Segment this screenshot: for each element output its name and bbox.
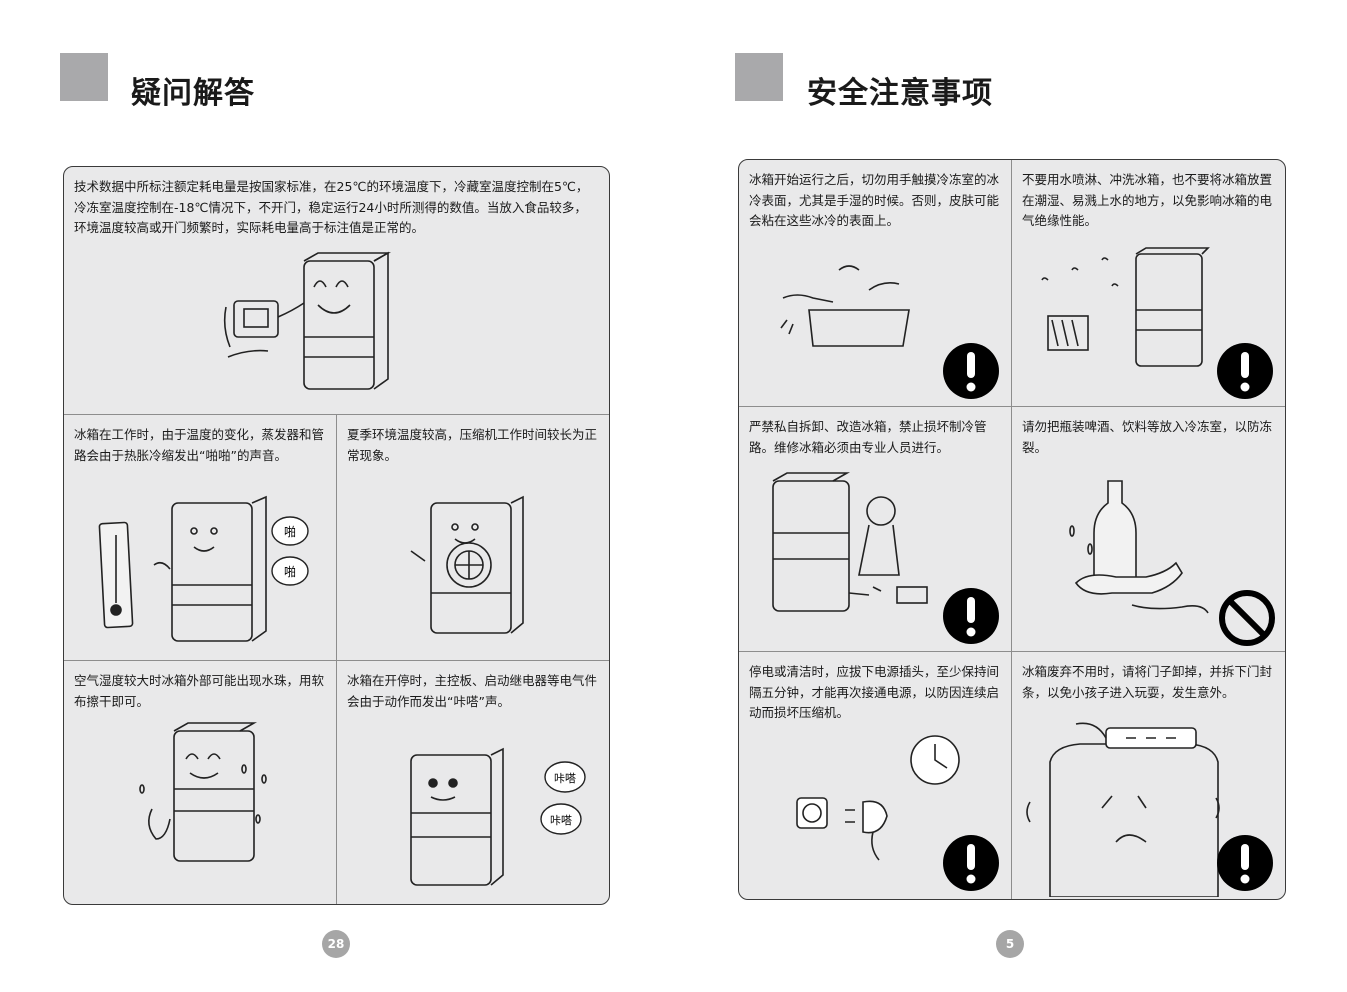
safety-item-no-disassembly: 严禁私自拆卸、改造冰箱，禁止损坏制冷管路。维修冰箱必须由专业人员进行。: [739, 407, 1011, 651]
fridge-fan-illustration: [410, 495, 524, 634]
svg-text:咔嗒: 咔嗒: [550, 814, 572, 827]
faq-item-energy: 技术数据中所标注额定耗电量是按国家标准，在25℃的环境温度下，冷藏室温度控制在5…: [64, 167, 609, 414]
safety-panel: 冰箱开始运行之后，切勿用手触摸冷冻室的冰冷表面，尤其是手湿的时候。否则，皮肤可能…: [738, 159, 1286, 900]
svg-text:啪: 啪: [284, 564, 296, 579]
faq-item-compressor: 夏季环境温度较高，压缩机工作时间较长为正常现象。: [337, 415, 609, 660]
svg-text:啪: 啪: [284, 524, 296, 539]
safety-item-frozen-surface: 冰箱开始运行之后，切勿用手触摸冷冻室的冰冷表面，尤其是手湿的时候。否则，皮肤可能…: [739, 160, 1011, 406]
plug-clock-illustration: [796, 735, 960, 861]
hand-freezer-illustration: [780, 265, 910, 347]
fridge-droplets-illustration: [139, 722, 267, 862]
exclamation-icon: [1217, 835, 1273, 891]
exclamation-icon: [943, 835, 999, 891]
safety-item-no-bottles: 请勿把瓶装啤酒、饮料等放入冷冻室，以防冻裂。: [1012, 407, 1285, 651]
exclamation-icon: [943, 343, 999, 399]
prohibition-icon: [1219, 590, 1275, 646]
title-marker: [735, 53, 783, 101]
fridge-thermometer-illustration: 啪 啪: [98, 495, 309, 642]
exclamation-icon: [943, 588, 999, 644]
broken-bottle-illustration: [1069, 480, 1209, 614]
safety-text: 冰箱开始运行之后，切勿用手触摸冷冻室的冰冷表面，尤其是手湿的时候。否则，皮肤可能…: [749, 172, 1000, 228]
faq-text: 冰箱在工作时，由于温度的变化，蒸发器和管路会由于热胀冷缩发出“啪啪”的声音。: [74, 427, 325, 463]
title-marker: [60, 53, 108, 101]
pop-bubble: 啪 啪: [271, 516, 309, 586]
faq-text: 冰箱在开停时，主控板、启动继电器等电气件会由于动作而发出“咔嗒”声。: [347, 673, 598, 709]
left-page: 疑问解答 技术数据中所标注额定耗电量是按国家标准，在25℃的环境温度下，冷藏室温…: [0, 0, 673, 992]
fridge-water-illustration: [1041, 247, 1210, 367]
right-page: 安全注意事项 冰箱开始运行之后，切勿用手触摸冷冻室的冰冷表面，尤其是手湿的时候。…: [673, 0, 1347, 992]
faq-item-popping-sound: 冰箱在工作时，由于温度的变化，蒸发器和管路会由于热胀冷缩发出“啪啪”的声音。 啪: [64, 415, 336, 660]
click-bubble: 咔嗒 咔嗒: [540, 761, 586, 835]
page-number: 5: [996, 930, 1024, 958]
faq-text: 夏季环境温度较高，压缩机工作时间较长为正常现象。: [347, 427, 598, 463]
page-title: 疑问解答: [131, 76, 255, 111]
faq-panel: 技术数据中所标注额定耗电量是按国家标准，在25℃的环境温度下，冷藏室温度控制在5…: [63, 166, 610, 905]
safety-text: 请勿把瓶装啤酒、饮料等放入冷冻室，以防冻裂。: [1022, 419, 1273, 455]
safety-item-water-spray: 不要用水喷淋、冲洗冰箱，也不要将冰箱放置在潮湿、易溅上水的地方，以免影响冰箱的电…: [1012, 160, 1285, 406]
faq-item-clicking-sound: 冰箱在开停时，主控板、启动继电器等电气件会由于动作而发出“咔嗒”声。 咔嗒 咔嗒: [337, 661, 609, 904]
fridge-thermostat-illustration: [223, 251, 392, 390]
faq-text: 技术数据中所标注额定耗电量是按国家标准，在25℃的环境温度下，冷藏室温度控制在5…: [74, 179, 589, 235]
fridge-door-removal-illustration: [1026, 722, 1220, 897]
page-title: 安全注意事项: [807, 76, 993, 111]
faq-text: 空气湿度较大时冰箱外部可能出现水珠，用软布擦干即可。: [74, 673, 325, 709]
faq-item-condensation: 空气湿度较大时冰箱外部可能出现水珠，用软布擦干即可。: [64, 661, 336, 904]
safety-text: 不要用水喷淋、冲洗冰箱，也不要将冰箱放置在潮湿、易溅上水的地方，以免影响冰箱的电…: [1022, 172, 1273, 228]
fridge-click-illustration: 咔嗒 咔嗒: [410, 747, 586, 886]
safety-text: 严禁私自拆卸、改造冰箱，禁止损坏制冷管路。维修冰箱必须由专业人员进行。: [749, 419, 987, 455]
page-number: 28: [322, 930, 350, 958]
safety-text: 停电或清洁时，应拔下电源插头，至少保持间隔五分钟，才能再次接通电源，以防因连续启…: [749, 664, 1000, 720]
svg-text:咔嗒: 咔嗒: [554, 772, 576, 785]
fridge-repair-illustration: [772, 472, 928, 612]
safety-text: 冰箱废弃不用时，请将门子卸掉，并拆下门封条，以免小孩子进入玩耍，发生意外。: [1022, 664, 1273, 700]
safety-item-remove-door: 冰箱废弃不用时，请将门子卸掉，并拆下门封条，以免小孩子进入玩耍，发生意外。: [1012, 652, 1285, 899]
exclamation-icon: [1217, 343, 1273, 399]
safety-item-unplug: 停电或清洁时，应拔下电源插头，至少保持间隔五分钟，才能再次接通电源，以防因连续启…: [739, 652, 1011, 899]
